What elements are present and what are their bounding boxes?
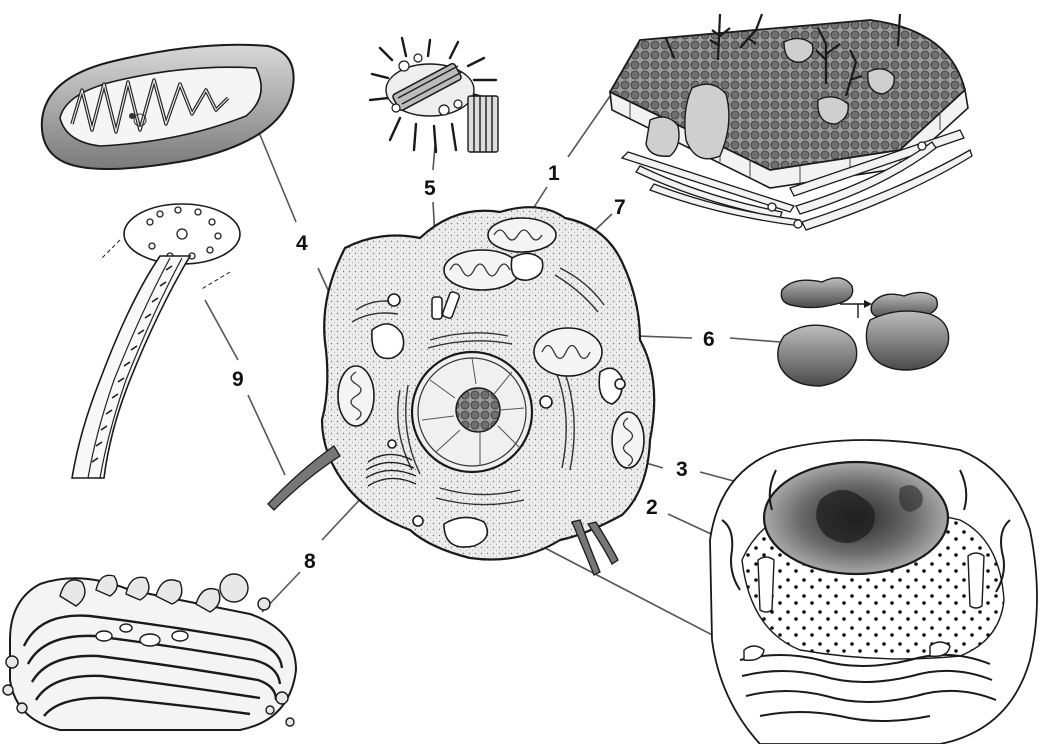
golgi-cisternae [22,614,284,717]
mitochondrion-illustration [40,43,295,170]
cell-mitochondrion [533,327,603,377]
golgi-vesicles [2,573,295,727]
centriole-cylinder-b [467,95,499,153]
leader-9-b [247,394,286,476]
cell-golgi [365,453,417,487]
cell-mitochondrion [487,217,557,253]
leader-6-b [729,337,781,343]
golgi-lumen [95,623,189,647]
label-4: 4 [296,232,308,255]
ribosome-large-subunit-b [865,310,950,371]
cell-nucleus [410,350,534,474]
leader-bottom [519,534,746,653]
label-3: 3 [676,458,688,481]
nucleus-illustration [709,439,1038,744]
golgi-illustration [2,573,298,731]
cell-processes [267,445,619,576]
leader-4-a [257,129,297,223]
cell-mitochondrion [443,249,521,291]
ribosome-illustration [777,277,950,387]
centriole-vesicles [391,53,463,116]
label-1: 1 [548,162,560,185]
cell-mitochondrion [611,411,645,469]
vacuoles [371,252,626,548]
label-5: 5 [424,177,436,200]
membrane-proteins [645,37,895,160]
assembly-arrow [840,303,864,318]
label-2: 2 [646,496,658,519]
cilium-cross-section [123,203,241,265]
ribosome-large-subunit-a [777,324,858,387]
centriole-cylinder-a [392,62,463,112]
centriole-spikes [368,36,498,154]
cell-nucleolus [455,387,501,433]
ribosome-small-subunit-a [780,277,854,309]
leader-1-b [567,85,618,158]
cilium-illustration [71,203,241,479]
glycocalyx [664,13,902,97]
microfilaments [620,129,973,231]
leader-9-a [204,299,239,361]
number-labels: 1 2 3 4 5 6 7 8 9 [232,162,715,573]
label-7: 7 [614,196,626,219]
label-6: 6 [703,328,715,351]
cell-centrioles [431,291,461,320]
label-8: 8 [304,550,316,573]
label-9: 9 [232,368,244,391]
animal-cell [267,206,656,576]
plasma-membrane-illustration [608,13,973,231]
nuclear-envelope-folds [721,469,1011,722]
centriole-illustration [368,36,499,154]
